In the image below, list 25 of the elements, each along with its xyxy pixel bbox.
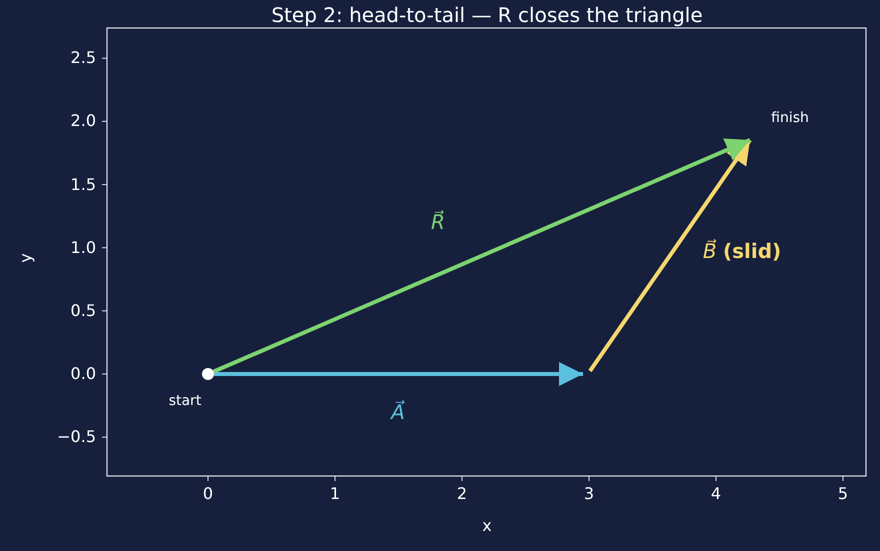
axis-title: x	[482, 518, 492, 534]
vector-arrow	[588, 138, 752, 372]
axis-tick-label: 0	[202, 486, 214, 502]
axis-tick-label: 2	[456, 486, 468, 502]
axis-tick-label: 1	[330, 486, 340, 502]
axis-tick-label: 4	[710, 486, 722, 502]
axis-tick-label: 0.5	[70, 302, 96, 319]
axis-tick-label: 2.5	[70, 50, 96, 66]
vector-arrow	[214, 362, 583, 386]
vector-label: A⃗	[391, 402, 405, 422]
vector-label: B⃗ (slid)	[702, 241, 782, 261]
axis-tick-label: 1.0	[70, 240, 96, 256]
axis-tick-label: 2.0	[70, 113, 96, 130]
axis-tick-label: 3	[584, 486, 594, 502]
vector-label: R⃗	[431, 212, 445, 232]
point-dot	[202, 368, 214, 380]
chart-title: Step 2: head-to-tail — R closes the triangle	[271, 5, 703, 25]
axis-tick-label: 5	[838, 486, 848, 502]
vector-arrow	[212, 138, 751, 374]
axis-title: y	[18, 253, 34, 263]
axis-tick-label: −0.5	[57, 429, 96, 446]
point-label: finish	[771, 111, 809, 125]
point-caption: start	[168, 394, 202, 408]
axis-tick-label: 1.5	[70, 176, 96, 193]
axis-tick-label: 0.0	[70, 366, 96, 382]
